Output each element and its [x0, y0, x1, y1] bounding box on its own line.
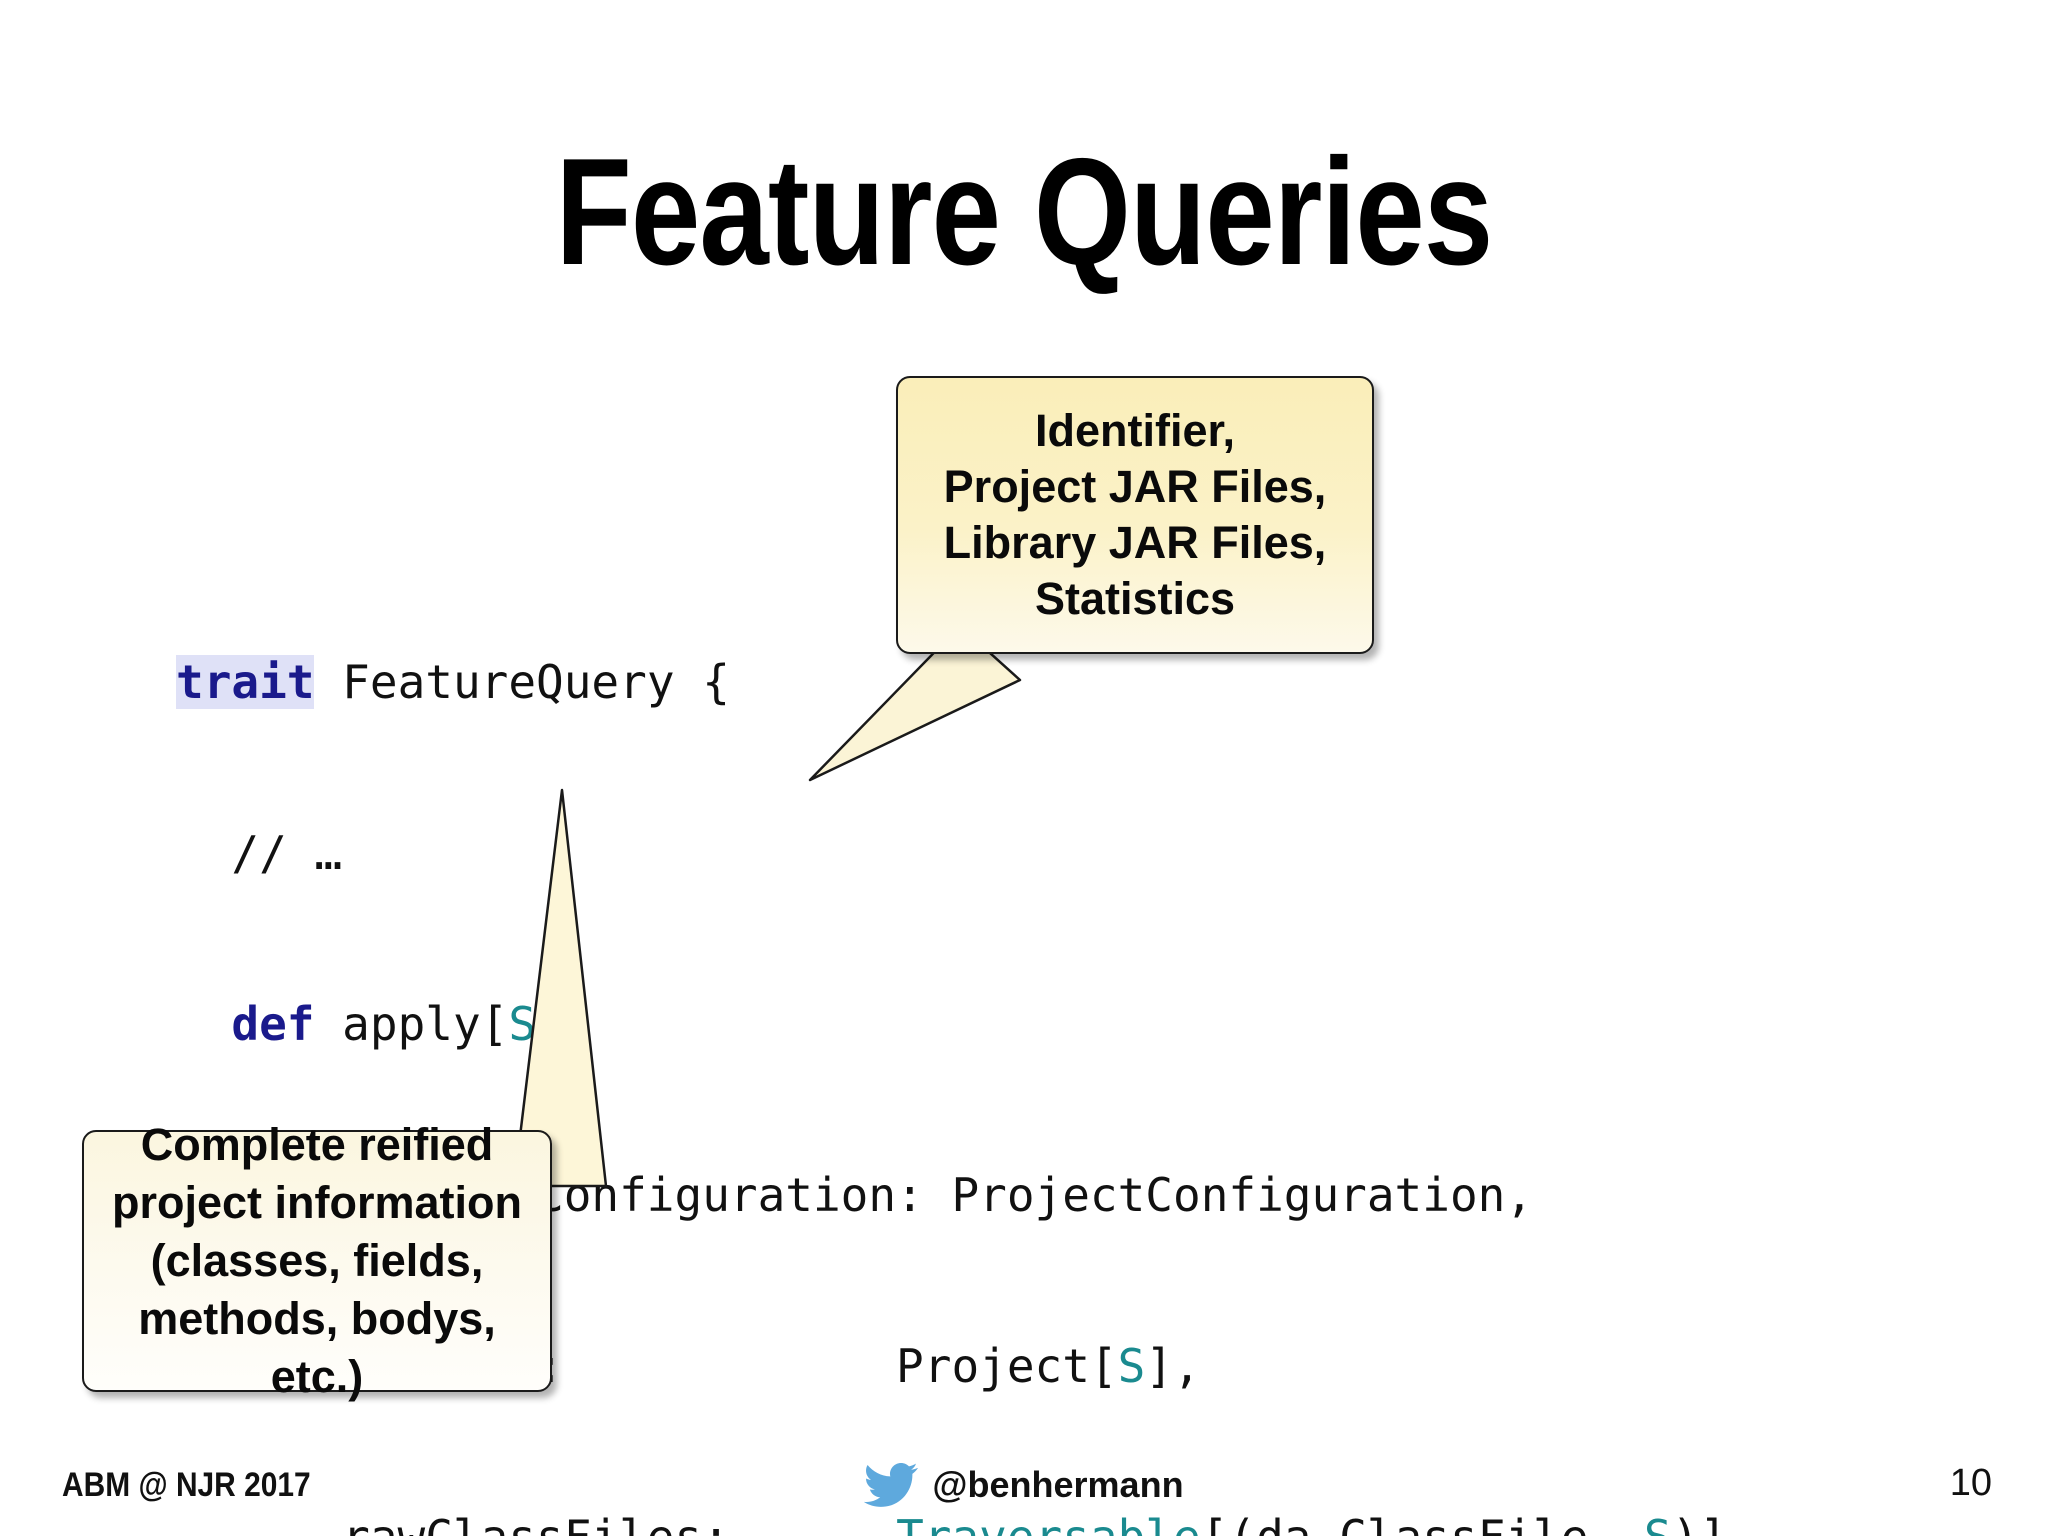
twitter-handle: @benhermann [932, 1464, 1184, 1505]
footer-conference-label: ABM @ NJR 2017 [62, 1466, 311, 1504]
code-line: trait FeatureQuery { [176, 654, 1727, 711]
callout-bottom-text: Complete reified project information (cl… [111, 1119, 522, 1402]
code-text: rawClassFiles: [176, 1510, 896, 1536]
code-text: FeatureQuery { [314, 655, 730, 709]
keyword-trait: trait [176, 655, 315, 709]
code-comment: // … [176, 826, 343, 880]
code-line: def apply[S]( [176, 996, 1727, 1053]
page-title: Feature Queries [555, 127, 1494, 297]
code-text: apply[ [314, 997, 509, 1051]
callout-bottom-tail-shape [512, 788, 608, 1188]
keyword-def: def [231, 997, 315, 1051]
code-line: rawClassFiles: Traversable[(da.ClassFile… [176, 1509, 1727, 1536]
callout-top-text: Identifier, Project JAR Files, Library J… [943, 405, 1327, 624]
page-number: 10 [1949, 1462, 1992, 1504]
type-param-s: S [1117, 1339, 1146, 1393]
callout-top: Identifier, Project JAR Files, Library J… [896, 376, 1374, 654]
twitter-bird-icon [864, 1462, 919, 1507]
code-text [176, 997, 231, 1051]
code-line: // … [176, 825, 1727, 882]
twitter-bird-path [864, 1462, 919, 1507]
callout-bottom: Complete reified project information (cl… [82, 1119, 552, 1402]
code-text: ], [1145, 1339, 1201, 1393]
type-param-s: S [1644, 1510, 1672, 1536]
footer-twitter-group: @benhermann [0, 1462, 2048, 1508]
callout-bottom-tail [512, 788, 608, 1188]
code-text: [(da.ClassFile, [1201, 1510, 1644, 1536]
code-text: )] [1672, 1510, 1727, 1536]
type-traversable: Traversable [896, 1510, 1201, 1536]
